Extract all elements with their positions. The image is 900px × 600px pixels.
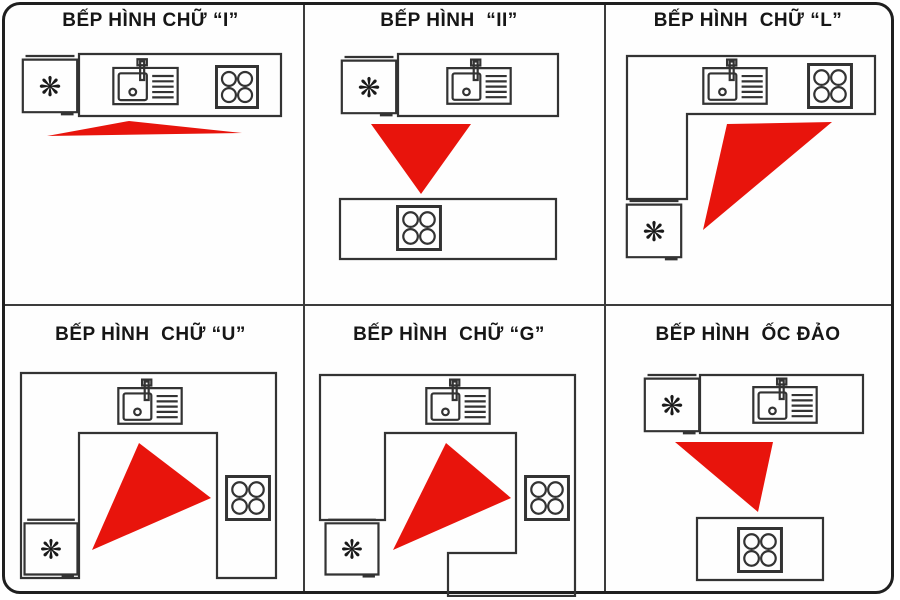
cooktop-icon (215, 65, 259, 109)
panel-kitchen-u: BẾP HÌNH CHỮ “U” (3, 299, 298, 597)
panel-kitchen-island: BẾP HÌNH ỐC ĐẢO (599, 299, 897, 597)
counter-outline (21, 373, 276, 578)
grid-divider-vertical-2 (604, 5, 606, 591)
panel-kitchen-ii: BẾP HÌNH “II” (299, 3, 599, 299)
sink-icon (425, 378, 491, 425)
island-counter-outline (340, 199, 556, 259)
sink-icon (112, 58, 179, 105)
panel-title-l: BẾP HÌNH CHỮ “L” (653, 10, 843, 31)
cooktop-icon (225, 475, 271, 521)
panel-kitchen-l: BẾP HÌNH CHỮ “L” (599, 3, 897, 299)
panel-title-u: BẾP HÌNH CHỮ “U” (55, 324, 246, 345)
fridge-icon (643, 373, 701, 435)
work-triangle (47, 121, 242, 136)
fridge-icon (23, 518, 79, 578)
panel-title-i: BẾP HÌNH CHỮ “I” (62, 10, 239, 31)
cooktop-icon (524, 475, 570, 521)
grid-divider-vertical-1 (303, 5, 305, 591)
sink-icon (752, 377, 818, 424)
panel-title-g: BẾP HÌNH CHỮ “G” (353, 324, 545, 345)
sink-icon (117, 378, 183, 425)
work-triangle (703, 122, 832, 230)
panel-kitchen-g: BẾP HÌNH CHỮ “G” (299, 299, 599, 597)
panel-kitchen-i: BẾP HÌNH CHỮ “I” (3, 3, 298, 299)
cooktop-icon (396, 205, 442, 251)
work-triangle (393, 443, 511, 550)
fridge-icon (625, 199, 683, 261)
grid-divider-horizontal (5, 304, 891, 306)
sink-icon (446, 58, 512, 105)
counter-outline (627, 56, 875, 199)
work-triangle (675, 442, 773, 512)
work-triangle (371, 124, 471, 194)
panel-title-island: BẾP HÌNH ỐC ĐẢO (655, 324, 841, 345)
work-triangle (92, 443, 211, 550)
fridge-icon (340, 55, 398, 118)
counter-outline (79, 54, 281, 116)
fridge-icon (21, 54, 79, 117)
cooktop-icon (807, 63, 853, 109)
counter-outline (398, 54, 558, 116)
cooktop-icon (737, 527, 783, 573)
fridge-icon (324, 518, 380, 578)
panel-title-ii: BẾP HÌNH “II” (380, 10, 518, 31)
sink-icon (702, 58, 768, 105)
island-counter-outline (697, 518, 823, 580)
